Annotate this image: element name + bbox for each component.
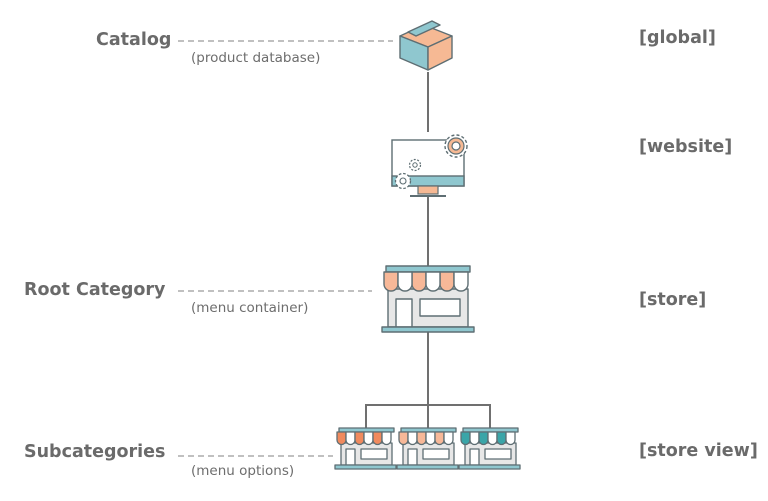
scope-global: [global] [639, 28, 716, 48]
root-category-sublabel: (menu container) [191, 300, 309, 316]
subcategories-label: Subcategories [24, 442, 166, 462]
storefront-view-teal [458, 427, 521, 470]
storefront-icon [381, 265, 475, 333]
subcategories-sublabel: (menu options) [191, 463, 295, 479]
storefront-view-light-orange [396, 427, 459, 470]
storefront-view-orange [334, 427, 397, 470]
scope-store: [store] [639, 290, 707, 310]
root-category-label: Root Category [24, 280, 166, 300]
storefront-views-icon [334, 427, 521, 470]
scope-website: [website] [639, 137, 733, 157]
box-icon [399, 20, 453, 71]
catalog-label: Catalog [96, 30, 172, 50]
monitor-gears-icon [391, 134, 468, 197]
catalog-sublabel: (product database) [191, 50, 321, 66]
scope-store-view: [store view] [639, 441, 758, 461]
